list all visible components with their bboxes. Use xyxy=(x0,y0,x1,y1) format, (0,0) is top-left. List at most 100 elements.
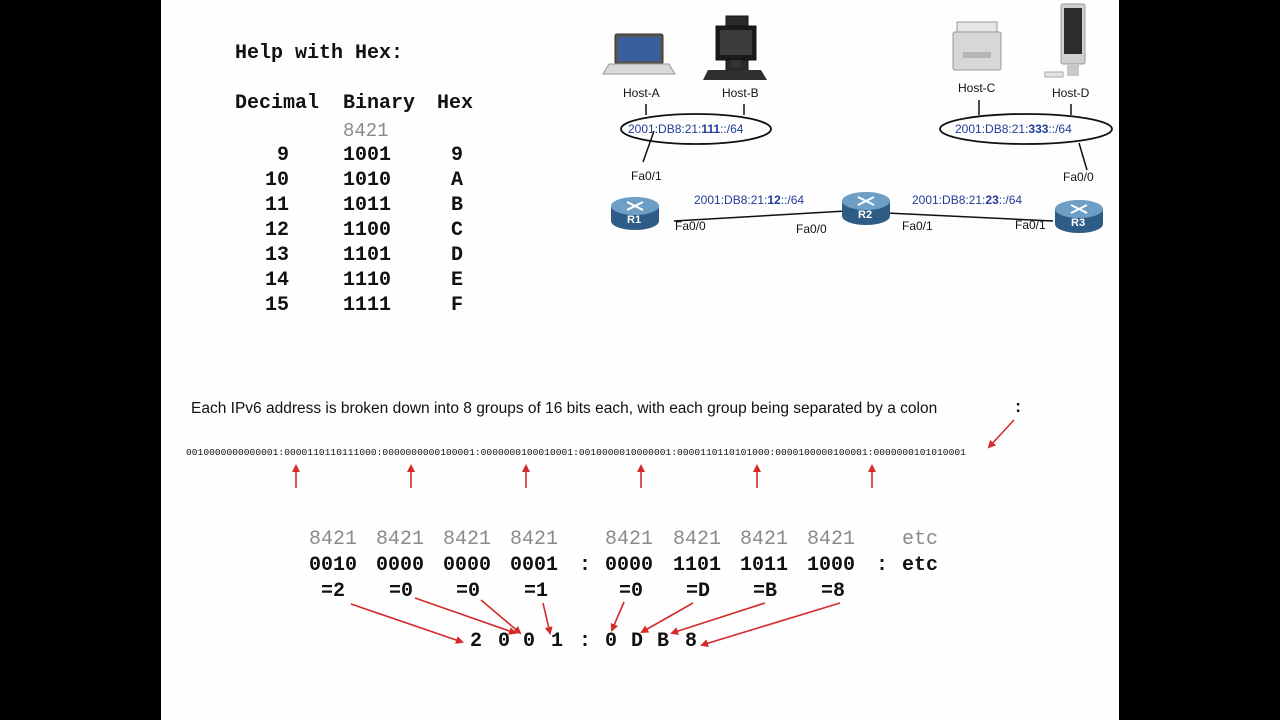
result-digit: 2 xyxy=(470,630,483,653)
r2-left-interface-label: Fa0/0 xyxy=(796,222,827,236)
hex-table-row: 15 1111 F xyxy=(161,294,521,319)
hex-help-title: Help with Hex: xyxy=(235,42,404,65)
router-r3-icon xyxy=(1055,200,1103,233)
conversion-arrow-7 xyxy=(670,602,766,635)
r1-wan-interface-label: Fa0/0 xyxy=(675,219,706,233)
bits-etc: etc xyxy=(902,554,939,577)
r3-left-interface-label: Fa0/1 xyxy=(1015,218,1046,232)
decimal-value: 13 xyxy=(264,244,289,267)
result-digit: 8 xyxy=(685,630,698,653)
desktop-computer-icon xyxy=(703,15,767,80)
conversion-arrow-4 xyxy=(542,602,553,635)
decimal-value: 10 xyxy=(264,169,289,192)
lan-left-prefix: 2001:DB8:21:111::/64 xyxy=(628,122,744,136)
hex-value: E xyxy=(451,269,464,292)
binary-column-header: Binary xyxy=(343,92,416,115)
conversion-arrow-5 xyxy=(610,601,625,632)
place-values: 8421 xyxy=(510,528,559,551)
hex-value: D xyxy=(451,244,464,267)
hex-equals: =0 xyxy=(456,580,481,603)
breakdown-result-row: 2 0 0 1 : 0 D B 8 xyxy=(161,630,1119,656)
hex-value: F xyxy=(451,294,464,317)
router-r2-label: R2 xyxy=(858,209,873,221)
binary-value: 1111 xyxy=(343,294,392,317)
decimal-value: 11 xyxy=(264,194,289,217)
place-values-etc: etc xyxy=(902,528,939,551)
r3-lan-interface-label: Fa0/0 xyxy=(1063,170,1094,184)
binary-value: 1101 xyxy=(343,244,392,267)
network-topology: Host-A Host-B Host-C Host-D 2001:DB8:21:… xyxy=(591,0,1119,260)
link-r2-r3-prefix: 2001:DB8:21:23::/64 xyxy=(912,193,1023,207)
laptop-icon xyxy=(602,33,676,75)
hex-table-row: 10 1010 A xyxy=(161,169,521,194)
hex-equals: =D xyxy=(686,580,711,603)
place-values: 8421 xyxy=(443,528,492,551)
r2-right-interface-label: Fa0/1 xyxy=(902,219,933,233)
place-values: 8421 xyxy=(376,528,425,551)
router-r1-icon xyxy=(611,197,659,230)
lan-left-ellipse xyxy=(620,113,772,145)
hex-value: B xyxy=(451,194,464,217)
hex-equals: =1 xyxy=(524,580,549,603)
all-in-one-computer-icon xyxy=(1044,3,1086,78)
nibble-bits: 1011 xyxy=(740,554,789,577)
explanation-sentence: Each IPv6 address is broken down into 8 … xyxy=(191,400,938,417)
hex-table-row: 14 1110 E xyxy=(161,269,521,294)
nibble-bits: 0001 xyxy=(510,554,559,577)
host-c-label: Host-C xyxy=(958,81,996,95)
router-r1-label: R1 xyxy=(627,214,642,226)
result-digit: 1 xyxy=(551,630,564,653)
decimal-value: 14 xyxy=(264,269,289,292)
host-d-label: Host-D xyxy=(1052,86,1090,100)
result-separator: : xyxy=(579,630,592,653)
hex-equals: =2 xyxy=(321,580,346,603)
place-values: 8421 xyxy=(605,528,654,551)
result-digit: 0 xyxy=(498,630,511,653)
binary-value: 1010 xyxy=(343,169,392,192)
colon-arrow-7 xyxy=(987,419,1015,449)
conversion-arrow-6 xyxy=(640,602,694,633)
hex-value: 9 xyxy=(451,144,464,167)
nibble-bits: 0000 xyxy=(443,554,492,577)
r1-lan-interface-label: Fa0/1 xyxy=(631,169,662,183)
hex-equals: =B xyxy=(753,580,778,603)
place-values: 8421 xyxy=(807,528,856,551)
binary-value: 1110 xyxy=(343,269,392,292)
nibble-bits: 1000 xyxy=(807,554,856,577)
link-r1-r2-prefix: 2001:DB8:21:12::/64 xyxy=(694,193,805,207)
group-separator: : xyxy=(579,554,592,577)
group-separator: : xyxy=(876,554,889,577)
slide: Help with Hex: Decimal Binary Hex 8421 9… xyxy=(161,0,1119,720)
hex-value: C xyxy=(451,219,464,242)
router-r2-icon xyxy=(842,192,890,225)
hex-table-row: 9 1001 9 xyxy=(161,144,521,169)
breakdown-equals-row: =2 =0 =0 =1 =0 =D =B =8 xyxy=(161,580,1119,606)
breakdown-bits-row: 0010 0000 0000 0001 : 0000 1101 1011 100… xyxy=(161,554,1119,580)
topology-drawing xyxy=(602,3,1113,233)
lan-right-ellipse xyxy=(939,113,1113,145)
link-lan-a-r1 xyxy=(642,130,655,163)
place-values: 8421 xyxy=(740,528,789,551)
colon-glyph: : xyxy=(1013,399,1024,418)
binary-value: 1001 xyxy=(343,144,392,167)
nibble-bits: 0000 xyxy=(605,554,654,577)
decimal-value: 12 xyxy=(264,219,289,242)
place-values: 8421 xyxy=(309,528,358,551)
hex-column-header: Hex xyxy=(437,92,474,115)
lan-right-prefix: 2001:DB8:21:333::/64 xyxy=(955,122,1072,136)
router-r3-label: R3 xyxy=(1071,217,1086,229)
binary-address-line: 0010000000000001:0000110110111000:000000… xyxy=(186,447,966,458)
hex-equals: =0 xyxy=(619,580,644,603)
link-r2-r3 xyxy=(885,212,1054,222)
link-lan-d-r3 xyxy=(1078,142,1088,171)
binary-place-values: 8421 xyxy=(343,120,389,142)
nibble-bits: 0000 xyxy=(376,554,425,577)
hex-equals: =8 xyxy=(821,580,846,603)
result-digit: B xyxy=(657,630,670,653)
result-digit: D xyxy=(631,630,644,653)
result-digit: 0 xyxy=(523,630,536,653)
hex-table-row: 13 1101 D xyxy=(161,244,521,269)
host-b-label: Host-B xyxy=(722,86,759,100)
hex-value: A xyxy=(451,169,464,192)
printer-icon xyxy=(952,21,1002,71)
